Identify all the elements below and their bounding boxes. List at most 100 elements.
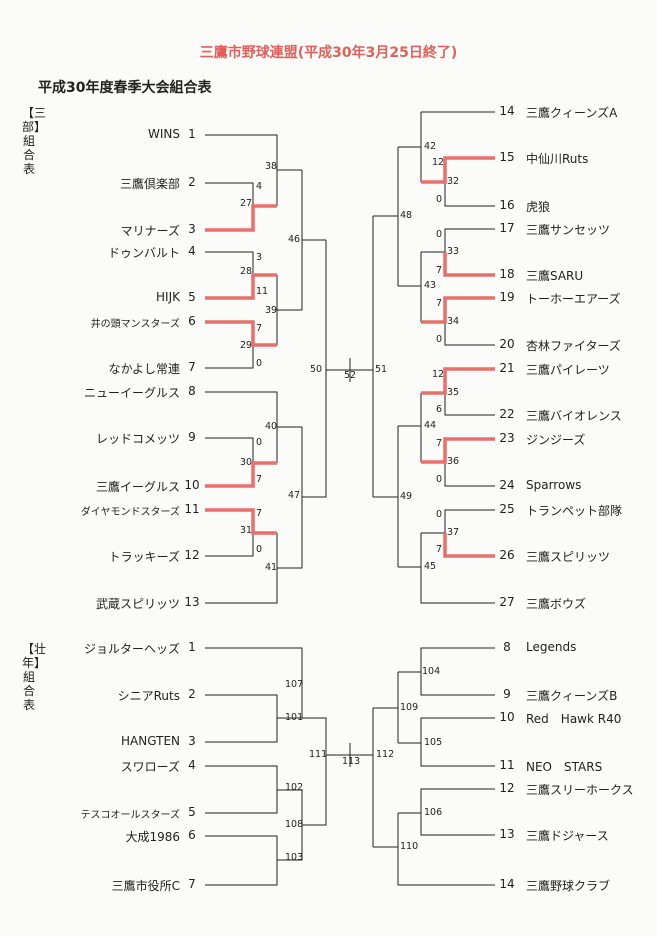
team-number: 25 [499,502,515,516]
team-name: 三鷹バイオレンス [526,409,622,423]
team-name: 三鷹スピリッツ [526,550,611,564]
winner-line [205,508,277,535]
game-number: 7 [436,265,443,276]
game-number: 0 [256,544,263,555]
winner-line [421,296,495,324]
team-name: 三鷹イーグルス [95,480,180,494]
winner-line [205,273,277,300]
team-name: シニアRuts [117,689,180,703]
bracket-line [205,765,278,814]
bracket-line [444,462,495,487]
bracket-line [420,717,495,767]
bracket-line [205,533,278,604]
game-number: 4 [256,181,263,192]
team-number: 6 [188,828,196,842]
team-number: 14 [499,104,515,118]
team-name: 三鷹SARU [526,269,584,283]
team-number: 6 [188,314,196,328]
team-name: 三鷹ボウズ [526,597,587,611]
team-number: 14 [499,877,515,891]
game-number: 36 [447,456,460,467]
team-name: ダイヤモンドスターズ [80,507,180,518]
bracket-line [205,647,303,719]
game-number: 103 [285,852,304,863]
bracket-line [444,322,495,346]
bracket-line [205,345,254,369]
team-name: 三鷹市役所C [111,879,180,893]
team-number: 8 [188,384,196,398]
team-name: Legends [526,640,577,654]
game-number: 7 [436,298,443,309]
game-number: 40 [265,421,278,432]
game-number: 29 [240,340,253,351]
bracket-line [205,437,254,463]
team-number: 2 [188,687,196,701]
game-number: 3 [256,252,263,263]
page-title: 三鷹市野球連盟(平成30年3月25日終了) [199,45,458,61]
team-number: 24 [499,478,515,492]
team-name: ジョルターヘッズ [83,642,180,656]
team-name: 杏林ファイターズ [526,339,621,353]
team-name: HIJK [156,290,180,304]
team-name: ドゥンバルト [107,246,180,260]
team-name: 三鷹ドジャース [526,829,609,843]
bracket-line [444,182,495,207]
team-name: 中仙川Ruts [526,152,589,166]
bracket-line [420,533,495,604]
team-number: 5 [188,290,196,304]
winner-line [421,156,495,184]
page-subtitle: 平成30年度春季大会組合表 [38,80,212,96]
game-number: 42 [424,141,437,152]
game-number: 37 [447,527,460,538]
bracket-line [420,788,495,836]
team-name: 三鷹クィーンズA [526,106,618,120]
bracket-line [277,427,303,569]
game-number: 44 [424,420,437,431]
game-number: 7 [436,544,443,555]
team-number: 2 [188,175,196,189]
bracket-line [205,391,278,463]
game-number: 7 [256,508,263,519]
team-name: 武蔵スピリッツ [95,597,180,611]
game-number: 27 [240,198,253,209]
team-name: 三鷹倶楽部 [119,177,180,191]
game-number: 104 [422,666,441,677]
team-name: NEO STARS [526,760,603,774]
game-number: 46 [288,234,301,245]
team-name: テスコオールスターズ [80,810,181,821]
bracket-line [277,170,303,311]
game-number: 105 [424,737,443,748]
game-number: 50 [310,364,323,375]
game-number: 28 [240,266,253,277]
team-name: ジンジーズ [526,433,586,447]
bracket-line [302,240,327,498]
game-number: 41 [265,562,278,573]
game-number: 7 [256,474,263,485]
game-number: 12 [432,157,445,168]
bracket-line [205,835,278,886]
team-number: 26 [499,548,515,562]
team-name: 三鷹パイレーツ [526,363,610,377]
game-number: 6 [436,404,443,415]
winner-line [205,320,277,347]
team-number: 12 [499,781,515,795]
team-number: 22 [499,407,515,421]
game-number: 102 [285,782,304,793]
game-number: 0 [256,358,263,369]
game-number: 106 [424,807,443,818]
winner-line [443,252,495,277]
game-number: 30 [240,457,253,468]
game-number: 110 [400,841,419,852]
team-name: 三鷹スリーホークス [526,783,634,797]
team-name: ニューイーグルス [83,386,180,400]
team-number: 15 [499,150,515,164]
game-number: 109 [400,702,419,713]
bracket-line [205,533,254,557]
game-number: 113 [342,756,361,767]
team-name: レッドコメッツ [95,432,180,446]
team-name: Sparrows [526,478,582,492]
team-name: HANGTEN [121,734,180,748]
game-number: 32 [447,176,460,187]
game-number: 12 [432,369,445,380]
game-number: 0 [436,334,443,345]
